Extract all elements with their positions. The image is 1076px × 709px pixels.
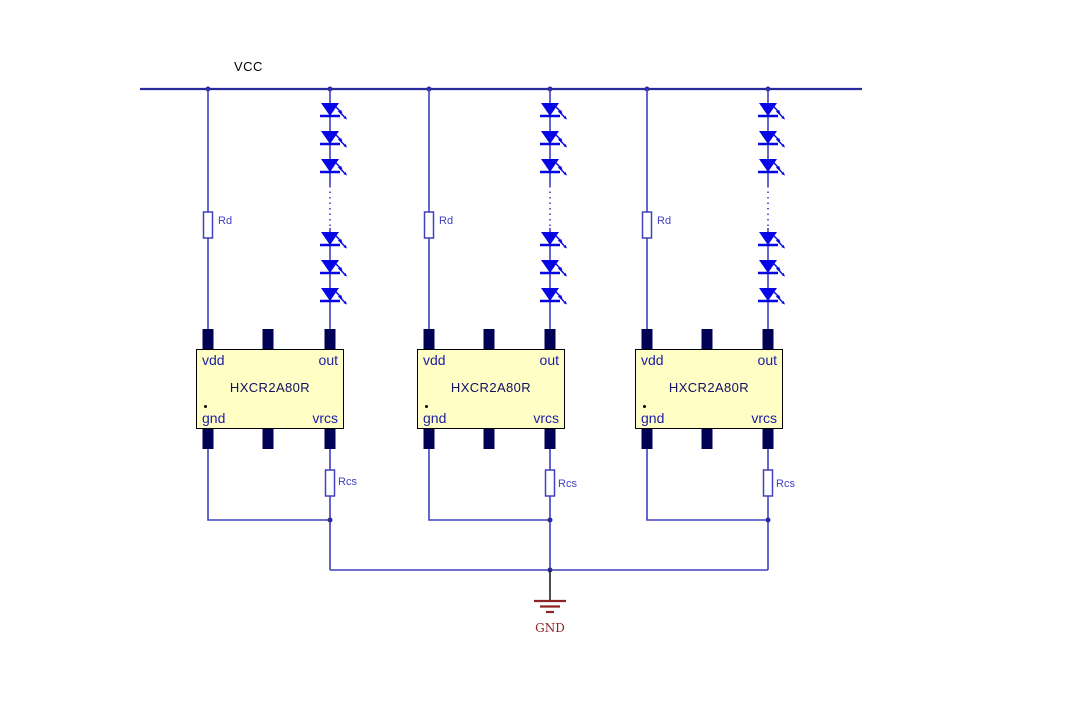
led-icon (318, 286, 349, 306)
pin1-marker-dot (204, 405, 207, 408)
ic-pin-nc-bottom (701, 429, 713, 449)
resistor-rcs-symbol (324, 469, 336, 497)
ic-part-number: HXCR2A80R (668, 380, 750, 395)
ic-part-number: HXCR2A80R (229, 380, 311, 395)
ic-pin-vrcs (762, 429, 774, 449)
ic-pin-label-gnd: gnd (641, 409, 665, 426)
led-icon (756, 230, 787, 250)
pin1-marker-dot (643, 405, 646, 408)
driver-circuit-2 (423, 89, 569, 570)
resistor-rcs-label: Rcs (338, 476, 357, 488)
ic-pin-nc-top (483, 329, 495, 349)
vcc-label: VCC (234, 59, 263, 74)
led-icon (318, 129, 349, 149)
ic-pin-nc-top (262, 329, 274, 349)
ic-pin-label-out: out (757, 352, 777, 368)
led-icon (538, 230, 569, 250)
ic-pin-gnd (202, 429, 214, 449)
resistor-rd-label: Rd (218, 215, 233, 227)
gnd-return-wire (646, 449, 768, 521)
ic-pin-label-gnd: gnd (423, 409, 447, 426)
driver-circuit-1 (202, 89, 349, 570)
ic-pin-label-vrcs: vrcs (751, 409, 777, 426)
led-icon (538, 286, 569, 306)
ic-chip-3: vdd out gnd vrcs HXCR2A80R (635, 349, 783, 429)
led-icon (538, 157, 569, 177)
ic-pin-label-vrcs: vrcs (533, 409, 559, 426)
junction-dot (765, 517, 771, 523)
ic-pin-label-vdd: vdd (641, 352, 664, 368)
ic-pin-nc-bottom (262, 429, 274, 449)
ic-part-number: HXCR2A80R (450, 380, 532, 395)
resistor-rcs-symbol (762, 469, 774, 497)
led-icon (538, 129, 569, 149)
led-icon (538, 258, 569, 278)
ic-pin-vrcs (544, 429, 556, 449)
ic-pin-gnd (641, 429, 653, 449)
led-icon (318, 258, 349, 278)
pin1-marker-dot (425, 405, 428, 408)
ic-pin-label-vdd: vdd (202, 352, 225, 368)
ic-pin-nc-bottom (483, 429, 495, 449)
ic-pin-vrcs (324, 429, 336, 449)
led-icon (318, 230, 349, 250)
ic-pin-out (544, 329, 556, 349)
gnd-label: GND (535, 621, 565, 635)
resistor-rd-symbol (641, 211, 653, 239)
led-icon (756, 101, 787, 121)
ic-chip-1: vdd out gnd vrcs HXCR2A80R (196, 349, 344, 429)
led-icon (318, 101, 349, 121)
led-icon (756, 129, 787, 149)
ic-pin-label-out: out (539, 352, 559, 368)
ic-pin-gnd (423, 429, 435, 449)
ic-pin-vdd (423, 329, 435, 349)
resistor-rcs-label: Rcs (558, 478, 577, 490)
ic-pin-label-out: out (318, 352, 338, 368)
ic-pin-label-vdd: vdd (423, 352, 446, 368)
ic-pin-nc-top (701, 329, 713, 349)
resistor-rd-symbol (202, 211, 214, 239)
led-icon (318, 157, 349, 177)
junction-dot (547, 517, 553, 523)
ic-chip-2: vdd out gnd vrcs HXCR2A80R (417, 349, 565, 429)
gnd-return-wire (428, 449, 550, 521)
resistor-rd-label: Rd (657, 215, 672, 227)
driver-circuit-3 (641, 89, 787, 570)
ic-pin-out (324, 329, 336, 349)
ic-pin-label-gnd: gnd (202, 409, 226, 426)
led-icon (756, 286, 787, 306)
resistor-rcs-symbol (544, 469, 556, 497)
resistor-rd-symbol (423, 211, 435, 239)
resistor-rd-label: Rd (439, 215, 454, 227)
ic-pin-label-vrcs: vrcs (312, 409, 338, 426)
junction-dot (327, 517, 333, 523)
ic-pin-vdd (202, 329, 214, 349)
ic-pin-out (762, 329, 774, 349)
ground-symbol (534, 599, 566, 614)
led-icon (538, 101, 569, 121)
ic-pin-vdd (641, 329, 653, 349)
resistor-rcs-label: Rcs (776, 478, 795, 490)
led-icon (756, 157, 787, 177)
led-icon (756, 258, 787, 278)
gnd-return-wire (207, 449, 330, 521)
